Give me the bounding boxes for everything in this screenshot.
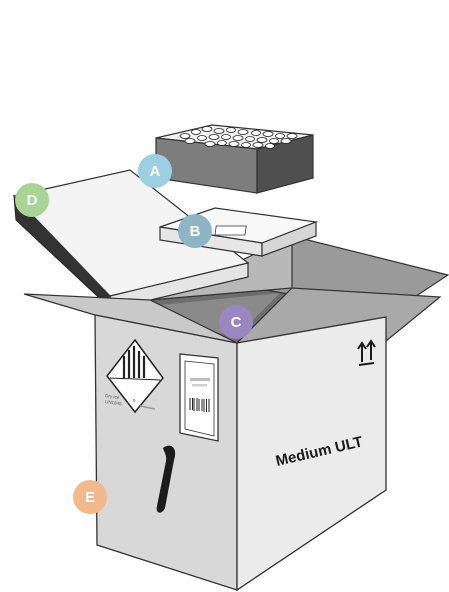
marker-d-label: D [27,192,38,209]
marker-b: B [178,214,212,248]
hazard-text-line2: UN1845 [105,399,123,406]
marker-e-label: E [85,489,95,506]
marker-a: A [138,154,172,188]
marker-c-label: C [231,314,242,331]
insulated-lid [12,169,250,310]
marker-b-label: B [190,223,201,240]
marker-e: E [73,480,107,514]
marker-c: C [219,305,253,339]
hand-hole [156,445,176,513]
hazard-small-line [139,405,156,410]
hazard-class-number: 9 [133,398,136,403]
dry-ice-pellets [179,126,298,149]
this-way-up-arrows-icon [357,339,376,366]
marker-d: D [15,183,49,217]
dry-ice-tray [155,124,314,194]
shipping-label [179,353,219,442]
barcode [189,398,210,412]
hazard-text-line1: Dry Ice [105,393,120,400]
marker-a-label: A [150,163,161,180]
hazard-class-9-label: 9 [106,338,164,414]
